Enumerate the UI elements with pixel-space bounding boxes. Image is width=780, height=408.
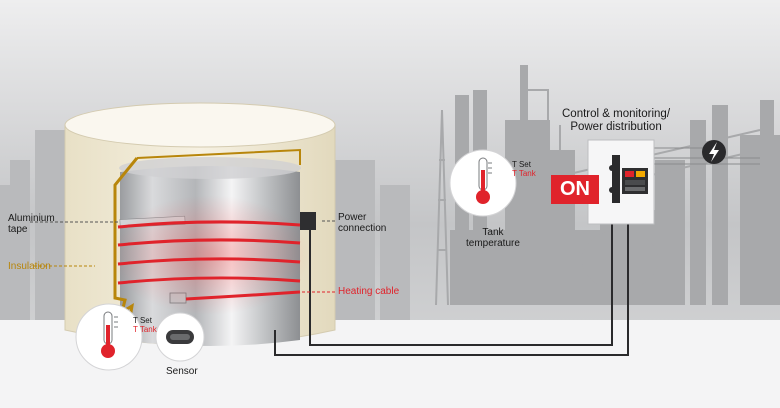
sensor-t-tank-label: T Tank (133, 325, 157, 334)
insulation-label: Insulation (8, 261, 51, 272)
sensor-t-set-label: T Set (133, 316, 152, 325)
power-connection-box (300, 212, 316, 230)
heating-cable (110, 195, 310, 315)
insulation-layer (113, 157, 139, 319)
control-cabinet (587, 139, 655, 225)
wiring (274, 200, 629, 356)
heating-cable-label: Heating cable (338, 286, 400, 297)
t-set-label: T Set (512, 160, 531, 169)
thermometer-icon (449, 149, 517, 217)
sensor-icon (155, 312, 205, 362)
on-button[interactable]: ON (551, 175, 599, 204)
leader-lines (30, 220, 336, 293)
sensor-thermometer-icon (75, 303, 143, 371)
sensor-label: Sensor (166, 366, 198, 377)
t-tank-label: T Tank (512, 169, 536, 178)
power-bolt-icon (702, 140, 726, 164)
control-power-distribution-title: Control & monitoring/Power distribution (562, 108, 671, 133)
